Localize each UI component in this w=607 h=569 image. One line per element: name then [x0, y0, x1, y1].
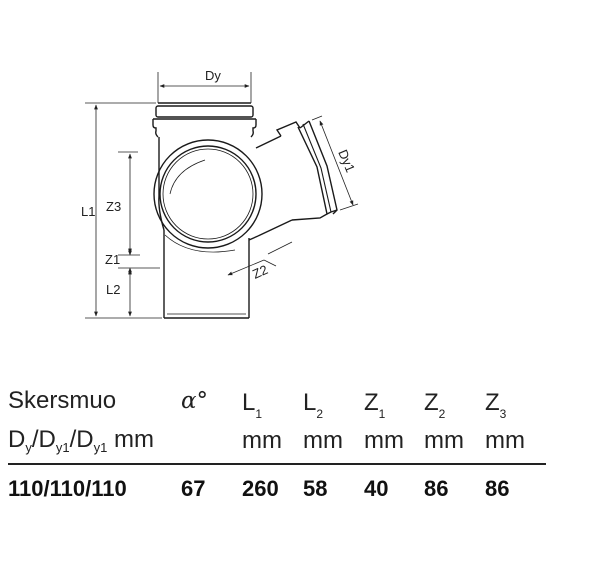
header-diameters: Dy/Dy1/Dy1 mm	[8, 426, 154, 455]
value-size: 110/110/110	[8, 476, 127, 501]
value-z1: 40	[364, 476, 389, 501]
pipe-branch-drawing: Dy L1 Z3 Z1 L2 Dy1 Z2	[81, 68, 359, 319]
header-l2: L2	[303, 389, 324, 421]
value-z2: 86	[424, 476, 449, 501]
label-dy: Dy	[205, 68, 221, 83]
header-angle: α°	[181, 388, 209, 414]
value-angle: 67	[181, 476, 206, 501]
header-z1: Z1	[364, 389, 386, 421]
value-z3: 86	[485, 476, 510, 501]
header-z3: Z3	[485, 389, 507, 421]
header-size-label: Skersmuo	[8, 387, 117, 414]
unit-z3: mm	[485, 427, 525, 454]
table-divider	[8, 463, 546, 465]
unit-l1: mm	[242, 427, 282, 454]
label-z2: Z2	[250, 262, 270, 282]
header-l1: L1	[242, 389, 263, 421]
unit-z2: mm	[424, 427, 464, 454]
dimension-labels: Dy L1 Z3 Z1 L2 Dy1 Z2	[81, 68, 358, 297]
label-z1: Z1	[105, 252, 120, 267]
label-l1: L1	[81, 204, 95, 219]
label-l2: L2	[106, 282, 120, 297]
header-z2: Z2	[424, 389, 446, 421]
unit-l2: mm	[303, 427, 343, 454]
label-z3: Z3	[106, 199, 121, 214]
value-l1: 260	[242, 476, 279, 501]
value-l2: 58	[303, 476, 328, 501]
unit-z1: mm	[364, 427, 404, 454]
dimension-lines	[85, 72, 359, 319]
